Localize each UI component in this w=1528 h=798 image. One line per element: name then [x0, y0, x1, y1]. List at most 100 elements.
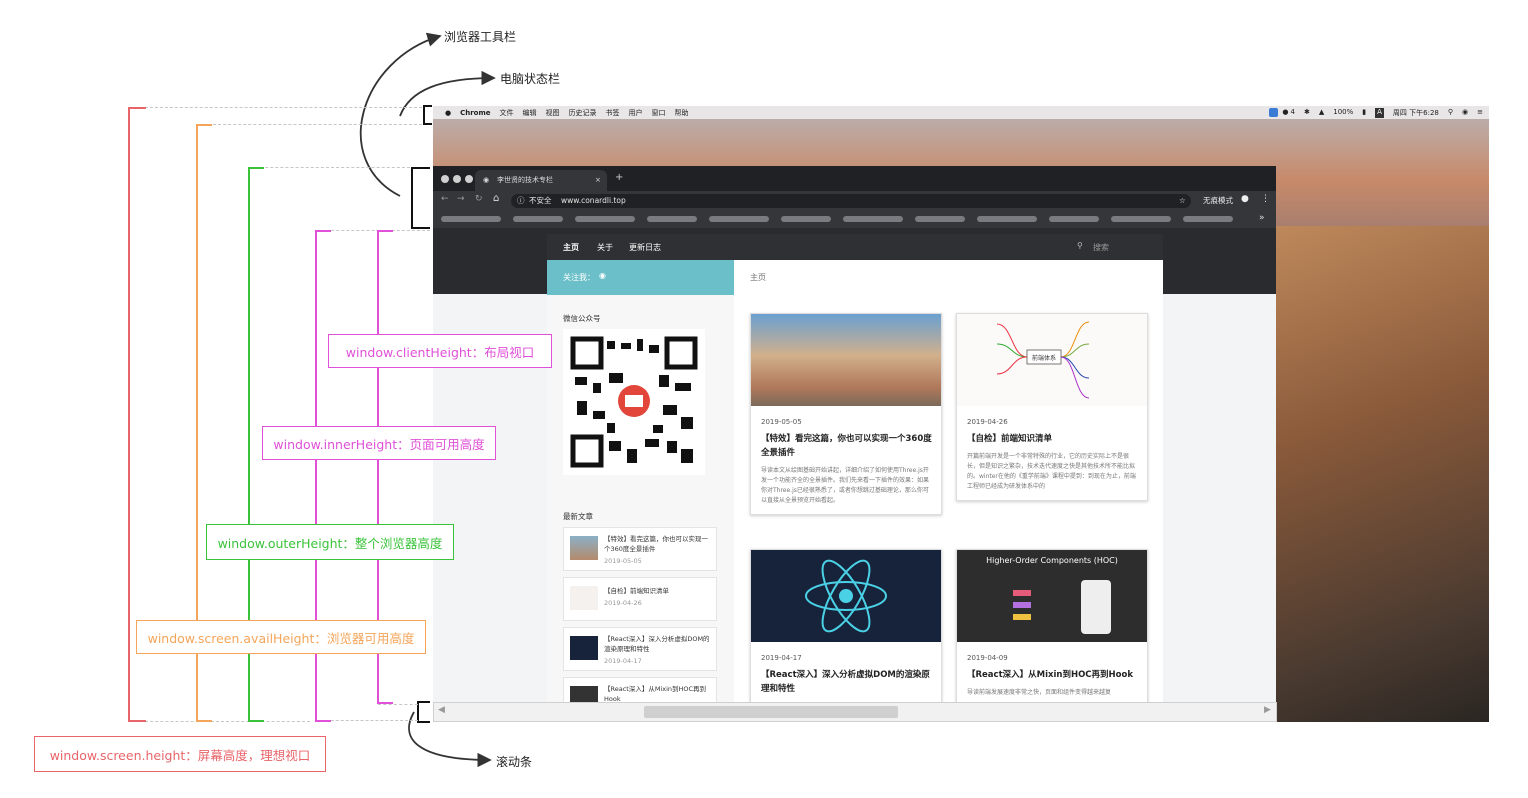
horizontal-scrollbar[interactable]: ◀ ▶: [433, 702, 1277, 722]
post-excerpt: 开篇前端开发是一个非常特殊的行业，它的历史实际上不是很长，但是知识之繁杂，技术迭…: [967, 453, 1136, 490]
recent-post-title: 【React深入】从Mixin到HOC再到Hook: [604, 685, 707, 703]
recent-post-item[interactable]: 【React深入】深入分析虚拟DOM的渲染原理和特性 2019-04-17: [563, 627, 717, 671]
bookmark-item[interactable]: [1183, 216, 1233, 222]
tab-close-icon[interactable]: ×: [595, 176, 601, 184]
info-icon[interactable]: ⓘ: [517, 196, 525, 205]
menu-view[interactable]: 视图: [545, 108, 560, 117]
menu-user[interactable]: 用户: [628, 108, 643, 117]
phone-illustration: [1081, 580, 1111, 634]
sidebar: 微信公众号: [547, 295, 734, 706]
recent-post-item[interactable]: 【特效】看完这篇，你也可以实现一个360度全景插件 2019-05-05: [563, 527, 717, 571]
toolbar-bracket: [411, 167, 430, 229]
scroll-right-arrow-icon[interactable]: ▶: [1264, 705, 1271, 715]
guide-inner-top: [316, 230, 430, 231]
scrollbar-bracket: [417, 701, 430, 723]
scroll-left-arrow-icon[interactable]: ◀: [438, 705, 445, 715]
post-card[interactable]: 2019-04-17 【React深入】深入分析虚拟DOM的渲染原理和特性: [750, 549, 942, 706]
url-text: www.conardli.top: [561, 196, 626, 205]
maximize-window-icon[interactable]: [465, 175, 473, 183]
menu-bookmarks[interactable]: 书签: [605, 108, 620, 117]
apple-icon[interactable]: ●: [445, 108, 452, 117]
nav-home[interactable]: 主页: [563, 243, 579, 252]
bluetooth-icon[interactable]: ✱: [1303, 107, 1310, 116]
nav-about[interactable]: 关于: [597, 243, 613, 252]
minimize-window-icon[interactable]: [453, 175, 461, 183]
recent-post-item[interactable]: 【React深入】从Mixin到HOC再到Hook: [563, 677, 717, 706]
bookmark-item[interactable]: [441, 216, 501, 222]
bookmark-item[interactable]: [709, 216, 769, 222]
bookmarks-bar: »: [433, 211, 1276, 228]
hoc-block: [1013, 614, 1031, 620]
browser-tab[interactable]: ◉ 李世贤的技术专栏 ×: [475, 170, 607, 191]
home-icon[interactable]: ⌂: [493, 193, 500, 204]
reload-icon[interactable]: ↻: [475, 194, 483, 204]
post-excerpt: 导读本文从绘图基础开始讲起，详细介绍了如何使用Three.js开发一个功能齐全的…: [761, 467, 930, 504]
post-title[interactable]: 【自检】前端知识清单: [967, 434, 1053, 444]
post-card[interactable]: 前端体系 2019-04-26 【自检】前端知识清单 开篇前端开发是一个非常特殊…: [956, 313, 1148, 501]
back-icon[interactable]: ←: [441, 194, 449, 204]
siri-icon[interactable]: ◉: [1462, 107, 1469, 116]
search-input[interactable]: 搜索: [1093, 243, 1109, 252]
bookmark-item[interactable]: [977, 216, 1037, 222]
incognito-label[interactable]: 无痕模式: [1203, 196, 1233, 205]
avail-height-line: [196, 124, 198, 722]
bookmark-item[interactable]: [781, 216, 831, 222]
nav-changelog[interactable]: 更新日志: [629, 243, 661, 252]
new-tab-button[interactable]: +: [615, 172, 624, 183]
recent-post-title: 【自检】前端知识清单: [604, 587, 669, 595]
post-title[interactable]: 【React深入】从Mixin到HOC再到Hook: [967, 670, 1133, 680]
bookmark-item[interactable]: [647, 216, 697, 222]
bookmark-item[interactable]: [843, 216, 903, 222]
forward-icon[interactable]: →: [457, 194, 465, 204]
follow-bar: 关注我： ◉: [547, 260, 734, 295]
post-thumbnail: [570, 636, 598, 660]
menu-window[interactable]: 窗口: [651, 108, 666, 117]
post-title[interactable]: 【React深入】深入分析虚拟DOM的渲染原理和特性: [761, 670, 930, 694]
post-card[interactable]: 2019-05-05 【特效】看完这篇，你也可以实现一个360度全景插件 导读本…: [750, 313, 942, 515]
menu-edit[interactable]: 编辑: [522, 108, 537, 117]
menu-kebab-icon[interactable]: ⋮: [1261, 194, 1270, 204]
menu-file[interactable]: 文件: [499, 108, 514, 117]
search-icon[interactable]: ⚲: [1077, 241, 1083, 250]
notification-center-icon[interactable]: ≡: [1477, 107, 1483, 116]
wechat-count: 4: [1290, 107, 1295, 116]
bookmark-item[interactable]: [915, 216, 965, 222]
site-nav: 主页 关于 更新日志 ⚲ 搜索: [547, 234, 1163, 260]
incognito-icon[interactable]: ●: [1241, 194, 1249, 204]
bookmark-item[interactable]: [1111, 216, 1171, 222]
bookmark-star-icon[interactable]: ☆: [1179, 196, 1186, 205]
close-window-icon[interactable]: [441, 175, 449, 183]
scrollbar-thumb[interactable]: [644, 706, 898, 718]
wechat-icon[interactable]: ●: [1282, 107, 1289, 116]
battery-icon[interactable]: ▮: [1362, 107, 1367, 116]
menu-help[interactable]: 帮助: [674, 108, 689, 117]
bookmark-item[interactable]: [1049, 216, 1099, 222]
github-icon[interactable]: ◉: [599, 271, 606, 280]
outer-height-cap: [248, 720, 264, 722]
post-card[interactable]: Higher-Order Components (HOC) 2019-04-09…: [956, 549, 1148, 706]
recent-post-item[interactable]: 【自检】前端知识清单 2019-04-26: [563, 577, 717, 621]
app-icon[interactable]: [1269, 107, 1279, 117]
favicon-icon: ◉: [483, 176, 490, 184]
breadcrumb-home[interactable]: 主页: [750, 273, 766, 282]
client-height-cap: [377, 702, 393, 704]
client-height-label: window.clientHeight：布局视口: [328, 334, 552, 368]
statusbar-note: 电脑状态栏: [500, 72, 561, 86]
more-bookmarks[interactable]: »: [1259, 213, 1265, 223]
recent-post-date: 2019-05-05: [604, 557, 642, 565]
post-date: 2019-04-09: [967, 654, 1008, 662]
menu-app-name[interactable]: Chrome: [460, 108, 491, 117]
input-source-icon[interactable]: A: [1375, 107, 1384, 118]
address-bar[interactable]: ⓘ 不安全 www.conardli.top ☆: [511, 194, 1191, 208]
bookmark-item[interactable]: [575, 216, 635, 222]
wifi-icon[interactable]: ▲: [1318, 107, 1325, 116]
toolbar-arrow: [360, 32, 442, 197]
clock[interactable]: 周四 下午6:28: [1392, 108, 1439, 117]
post-title[interactable]: 【特效】看完这篇，你也可以实现一个360度全景插件: [761, 434, 932, 458]
bookmark-item[interactable]: [513, 216, 563, 222]
menu-history[interactable]: 历史记录: [568, 108, 597, 117]
spotlight-icon[interactable]: ⚲: [1447, 107, 1454, 116]
post-cover-image: Higher-Order Components (HOC): [957, 550, 1147, 642]
battery-level: 100%: [1333, 107, 1354, 116]
recent-post-title: 【特效】看完这篇，你也可以实现一个360度全景插件: [604, 535, 708, 553]
